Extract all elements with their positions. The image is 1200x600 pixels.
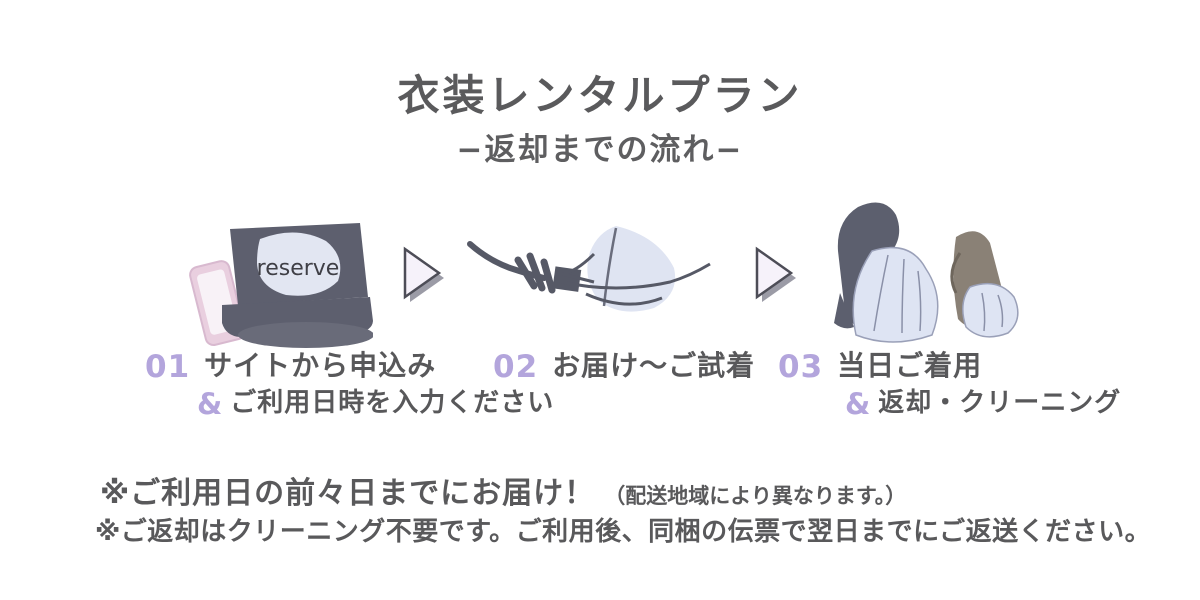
note-return: ※ご返却はクリーニング不要です。ご利用後、同梱の伝票で翌日までにご返送ください。 [95,517,1152,547]
step-01-number: 01 [145,349,191,385]
page-subtitle: −返却までの流れ− [456,132,744,168]
reserve-screen-label: reserve [257,256,340,281]
delivery-handoff-illustration [466,220,712,324]
page-title: 衣装レンタルプラン [397,71,803,120]
flow-arrow-icon [750,246,798,304]
step-02-number: 02 [493,349,539,385]
step-03-line2: & 返却・クリーニング [845,390,1121,419]
ampersand: & [845,387,871,421]
flow-arrow-icon [398,246,446,304]
note-delivery-sub: （配送地域により異なります。） [604,484,907,508]
step-01: 01 サイトから申込み [145,352,436,383]
wearing-dress-illustration [810,193,1025,350]
step-01-line2: & ご利用日時を入力ください [197,390,554,419]
ampersand: & [197,387,223,421]
note-delivery: ※ご利用日の前々日までにお届け！ （配送地域により異なります。） [100,468,906,512]
online-reservation-illustration: reserve [178,205,373,355]
step-03-number: 03 [778,349,824,385]
step-03-label: 当日ご着用 [837,349,983,382]
step-02-label: お届け〜ご試着 [552,349,756,382]
step-03: 03 当日ご着用 [778,352,982,383]
note-delivery-main: ※ご利用日の前々日までにお届け！ [100,476,596,511]
step-01-sublabel: ご利用日時を入力ください [230,388,555,418]
step-01-label: サイトから申込み [204,349,437,382]
reserve-screen-blob [257,232,341,296]
step-02: 02 お届け〜ご試着 [493,352,755,383]
step-03-sublabel: 返却・クリーニング [878,388,1122,418]
